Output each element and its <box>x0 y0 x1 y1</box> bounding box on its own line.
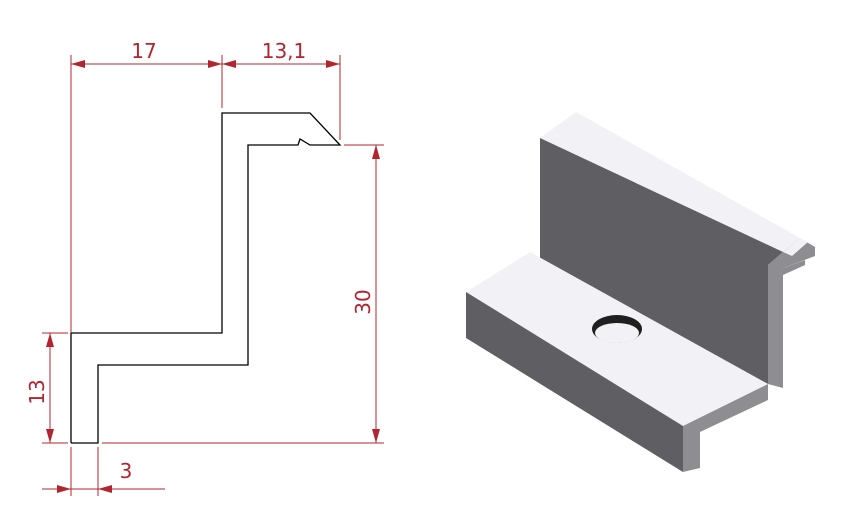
dimension-label-3: 3 <box>120 459 133 483</box>
wall-top-face <box>540 112 800 252</box>
profile-outer-edge <box>70 112 342 444</box>
dimension-width-left: 17 <box>70 39 223 333</box>
flange-lip-top <box>783 238 808 256</box>
dimension-width-right: 13,1 <box>222 39 341 140</box>
dimension-height-total: 30 <box>102 144 384 444</box>
base-front-face <box>466 292 683 472</box>
wall-front-face <box>540 138 783 384</box>
isometric-view <box>466 112 815 472</box>
profile-outline <box>70 112 342 444</box>
dimension-label-17: 17 <box>131 39 156 63</box>
dimension-label-13: 13 <box>25 379 49 404</box>
dimension-label-30: 30 <box>351 289 375 314</box>
wall-side-face <box>768 252 805 388</box>
dimension-label-13-1: 13,1 <box>262 39 307 63</box>
dimension-thickness: 3 <box>42 447 165 496</box>
base-side-face <box>683 384 768 472</box>
dimension-height-base: 13 <box>25 332 68 444</box>
mounting-hole-inner <box>595 323 639 343</box>
